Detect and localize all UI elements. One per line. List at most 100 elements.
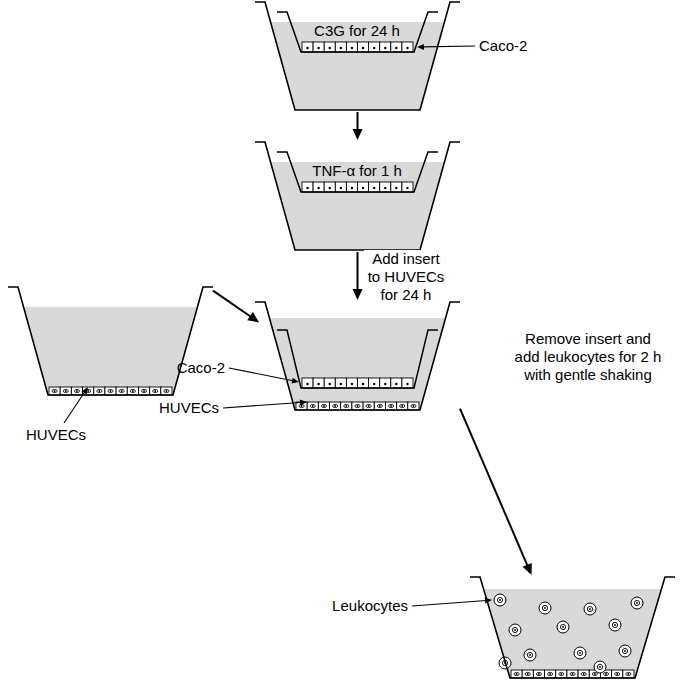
cell-nucleus xyxy=(65,390,67,392)
cell-nucleus xyxy=(570,672,575,675)
well-outline xyxy=(8,287,213,395)
arrowhead xyxy=(353,129,363,140)
well-label: TNF-α for 1 h xyxy=(312,162,402,180)
well-outline xyxy=(255,2,460,110)
arrow-shaft xyxy=(213,291,251,317)
cell xyxy=(363,402,374,410)
cell-nucleus xyxy=(411,404,416,407)
cell-nucleus xyxy=(388,404,393,407)
cell-nucleus xyxy=(329,47,331,49)
leader-line xyxy=(423,45,475,47)
cell xyxy=(402,378,413,388)
cell xyxy=(346,378,357,388)
leukocyte xyxy=(494,594,506,606)
cell-nucleus xyxy=(406,383,408,385)
cell-nucleus xyxy=(406,47,408,49)
leukocyte xyxy=(557,621,569,633)
cell-nucleus xyxy=(559,672,564,675)
callout-label: Leukocytes xyxy=(332,597,408,615)
leader-arrowhead xyxy=(417,44,424,50)
cell xyxy=(380,42,391,52)
cell-nucleus xyxy=(351,47,353,49)
cell-nucleus xyxy=(395,187,397,189)
cell-nucleus xyxy=(108,389,113,392)
cell-nucleus xyxy=(87,390,89,392)
cell xyxy=(318,402,329,410)
cell xyxy=(335,378,346,388)
cell-nucleus xyxy=(581,672,586,675)
leukocyte xyxy=(587,606,592,611)
cell xyxy=(116,387,127,395)
culture-well: Caco-2HUVECs xyxy=(255,300,460,412)
culture-well: Leukocytes xyxy=(470,575,675,680)
cell-nucleus xyxy=(306,47,308,49)
arrow-shaft xyxy=(357,112,359,130)
cell-nucleus xyxy=(76,390,78,392)
leukocyte xyxy=(584,603,596,615)
medium xyxy=(289,340,425,388)
arrowhead xyxy=(353,289,363,300)
transwell-insert xyxy=(277,12,438,52)
flow-arrow xyxy=(353,252,363,300)
cell-nucleus xyxy=(594,673,596,675)
cell-nucleus xyxy=(616,673,618,675)
cell xyxy=(391,182,402,192)
cell-nucleus xyxy=(141,389,146,392)
cell xyxy=(127,387,138,395)
cell-nucleus xyxy=(329,383,331,385)
cell xyxy=(391,42,402,52)
flow-arrow xyxy=(460,409,532,575)
cell-nucleus xyxy=(384,383,386,385)
leader-line xyxy=(229,368,293,381)
leukocyte xyxy=(542,605,547,610)
well-drawing xyxy=(255,140,460,252)
cell-nucleus xyxy=(514,672,519,675)
cell-nucleus xyxy=(132,390,134,392)
leukocyte xyxy=(594,661,606,673)
cell xyxy=(335,182,346,192)
cell-nucleus xyxy=(119,389,124,392)
cell-nucleus xyxy=(362,187,364,189)
leukocyte xyxy=(636,602,638,604)
callout-label: Caco-2 xyxy=(177,359,225,377)
leukocyte xyxy=(539,602,551,614)
leukocyte xyxy=(614,624,616,626)
cell xyxy=(83,387,94,395)
cell xyxy=(380,182,391,192)
cell-nucleus xyxy=(166,390,168,392)
cell xyxy=(352,402,363,410)
cell-nucleus xyxy=(306,383,308,385)
cell-nucleus xyxy=(615,672,620,675)
culture-well: HUVECs xyxy=(8,285,213,397)
cell-nucleus xyxy=(406,187,408,189)
cell-nucleus xyxy=(317,383,319,385)
cell-nucleus xyxy=(603,672,608,675)
cell xyxy=(150,387,161,395)
cell-nucleus xyxy=(538,673,540,675)
cell-nucleus xyxy=(390,405,392,407)
transwell-insert xyxy=(277,152,438,192)
cell-nucleus xyxy=(527,673,529,675)
cell-nucleus xyxy=(340,47,342,49)
cell-nucleus xyxy=(395,47,397,49)
cell xyxy=(402,182,413,192)
medium xyxy=(271,162,445,250)
cell-nucleus xyxy=(373,187,375,189)
cell xyxy=(324,182,335,192)
callout-label: Caco-2 xyxy=(479,37,527,55)
cell-nucleus xyxy=(548,672,553,675)
well-outline xyxy=(255,142,460,250)
leader-line xyxy=(223,402,301,408)
medium xyxy=(269,318,445,410)
cell xyxy=(335,42,346,52)
flow-arrow xyxy=(213,291,259,323)
cell xyxy=(49,387,60,395)
well-drawing xyxy=(255,0,460,112)
cell-nucleus xyxy=(384,187,386,189)
leukocyte xyxy=(527,652,532,657)
cell xyxy=(369,182,380,192)
cell-nucleus xyxy=(362,47,364,49)
cell xyxy=(138,387,149,395)
medium xyxy=(291,22,425,52)
cell xyxy=(358,378,369,388)
